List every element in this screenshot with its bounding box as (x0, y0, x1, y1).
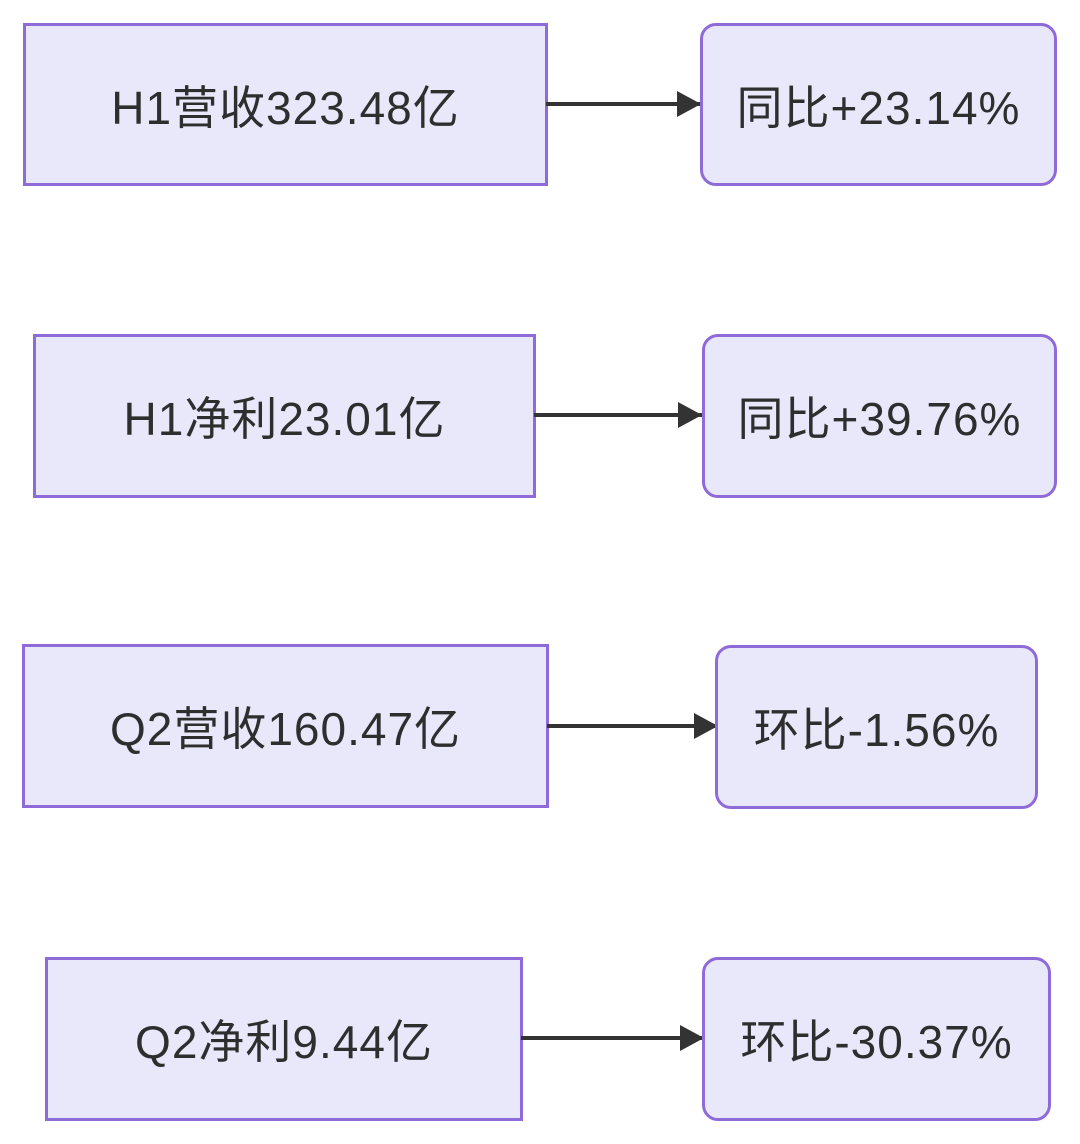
change-node: 同比+39.76% (702, 334, 1057, 498)
metric-node: H1净利23.01亿 (33, 334, 536, 498)
metric-node: H1营收323.48亿 (23, 23, 548, 186)
change-node: 同比+23.14% (700, 23, 1057, 186)
arrow-connector (547, 724, 718, 728)
metric-node: Q2营收160.47亿 (22, 644, 549, 808)
metric-node: Q2净利9.44亿 (45, 957, 523, 1121)
change-node: 环比-30.37% (702, 957, 1051, 1121)
change-node: 环比-1.56% (715, 645, 1038, 809)
arrow-connector (546, 102, 701, 106)
arrow-connector (521, 1036, 704, 1040)
arrow-connector (534, 413, 702, 417)
